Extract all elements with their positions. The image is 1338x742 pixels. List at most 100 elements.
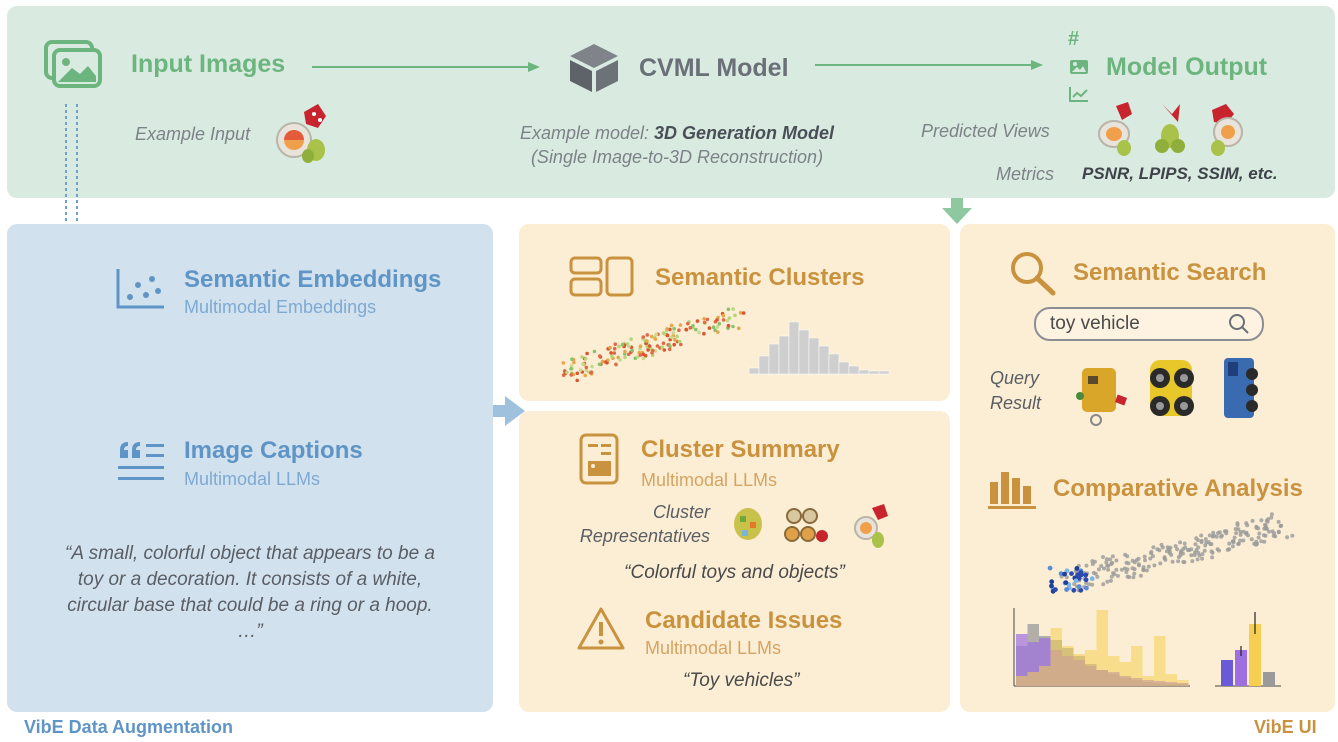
scatter-dot [1235, 523, 1240, 527]
scatter-dot [677, 328, 681, 332]
toy-object-image [276, 104, 326, 163]
scatter-dot [641, 356, 646, 361]
scatter-dot [1099, 564, 1104, 568]
scatter-dot [1108, 557, 1113, 562]
scatter-dot [726, 307, 731, 312]
comparative-scatter-plot [1047, 512, 1295, 594]
highlight-dot [1069, 571, 1074, 576]
scatter-dot [1210, 555, 1215, 560]
scatter-dot [1195, 557, 1200, 562]
highlight-dot [1083, 572, 1089, 578]
hist-bar-yellow [1027, 672, 1039, 686]
representatives-line2: Representatives [579, 526, 710, 546]
scatter-dot [1209, 542, 1214, 547]
hist-bar-yellow [1154, 636, 1166, 686]
scatter-dot [630, 348, 634, 353]
scatter-dot [565, 370, 569, 375]
hist-bar-purple [1016, 634, 1028, 686]
scatter-dot [1131, 575, 1136, 580]
hist-bar [868, 370, 880, 375]
hist-bar [748, 367, 760, 375]
scatter-dot [667, 347, 672, 352]
scatter-dot [1232, 535, 1237, 540]
scatter-dot [617, 344, 621, 349]
scatter-dot [1110, 560, 1115, 565]
highlight-dot [1083, 577, 1089, 583]
search-input[interactable]: toy vehicle [1034, 307, 1264, 341]
scatter-dot [583, 373, 587, 378]
augmentation-footer: VibE Data Augmentation [24, 717, 234, 737]
scatter-dot [623, 349, 627, 354]
scatter-dot [713, 328, 717, 332]
scatter-dot [673, 337, 677, 342]
ui-footer: VibE UI [1254, 717, 1317, 737]
scatter-dot [725, 318, 730, 323]
search-input-icon[interactable] [1228, 313, 1250, 335]
highlight-dot [1062, 571, 1067, 577]
scatter-dot [584, 368, 589, 373]
scatter-dot [1269, 515, 1274, 520]
scatter-dot [1112, 572, 1117, 577]
scatter-plot-icon [116, 269, 164, 309]
scatter-dot [715, 318, 719, 322]
toy-vehicle-image-1[interactable] [1076, 368, 1128, 426]
toy-vehicle-image-3[interactable] [1224, 358, 1258, 418]
comparative-histogram [1013, 608, 1190, 687]
hist-bar-yellow [1073, 654, 1085, 686]
scatter-dot [580, 355, 584, 359]
scatter-dot [662, 332, 667, 336]
hist-bar-yellow [1108, 656, 1120, 686]
metrics-values: PSNR, LPIPS, SSIM, etc. [1082, 164, 1278, 183]
scatter-dot [1115, 573, 1120, 578]
scatter-dot [1124, 570, 1129, 575]
hist-bar-yellow [1142, 676, 1154, 686]
scatter-dot [1254, 539, 1259, 544]
toy-vehicle-image-2[interactable] [1150, 360, 1194, 416]
highlight-dot [1084, 585, 1089, 591]
search-input-value: toy vehicle [1050, 313, 1140, 334]
scatter-dot [570, 357, 574, 361]
scatter-dot [1114, 558, 1119, 563]
scatter-dot [1090, 582, 1095, 587]
scatter-dot [626, 352, 631, 357]
representatives-line1: Cluster [652, 502, 710, 522]
hist-bar [858, 369, 870, 375]
embeddings-sub: Multimodal Embeddings [184, 297, 377, 317]
scatter-dot [695, 319, 700, 323]
scatter-dot [623, 355, 627, 360]
scatter-dot [585, 351, 589, 356]
scatter-dot [641, 352, 646, 357]
scatter-dot [616, 355, 620, 360]
scatter-dot [697, 330, 701, 335]
scatter-dot [1234, 531, 1239, 536]
scatter-dot [1157, 548, 1162, 553]
flow-arrow [312, 62, 540, 72]
scatter-dot [1114, 567, 1119, 572]
scatter-dot [1084, 563, 1089, 568]
scatter-dot [569, 364, 574, 368]
scatter-dot [1151, 545, 1156, 550]
scatter-dot [1215, 547, 1220, 552]
example-model-name: 3D Generation Model [654, 123, 835, 143]
scatter-dot [1101, 555, 1105, 559]
highlight-dot [1073, 578, 1079, 584]
hist-bar [818, 345, 830, 375]
scatter-dot [672, 342, 676, 347]
scatter-dot [1187, 548, 1192, 553]
scatter-dot [590, 364, 594, 369]
scatter-dot [1104, 557, 1109, 562]
comparative-title: Comparative Analysis [1053, 475, 1303, 502]
scatter-dot [1264, 518, 1269, 523]
model-output-label: Model Output [1106, 53, 1268, 81]
hist-bar [778, 335, 790, 375]
scatter-dot [741, 311, 746, 315]
hist-bar [838, 361, 850, 375]
hist-bar-yellow [1131, 646, 1143, 686]
bar [1235, 650, 1247, 686]
images-icon [44, 40, 102, 88]
hist-bar [808, 337, 820, 375]
bar [1221, 660, 1233, 686]
scatter-dot [1106, 567, 1111, 572]
hist-bar-yellow [1165, 674, 1177, 686]
issues-title: Candidate Issues [645, 607, 843, 634]
